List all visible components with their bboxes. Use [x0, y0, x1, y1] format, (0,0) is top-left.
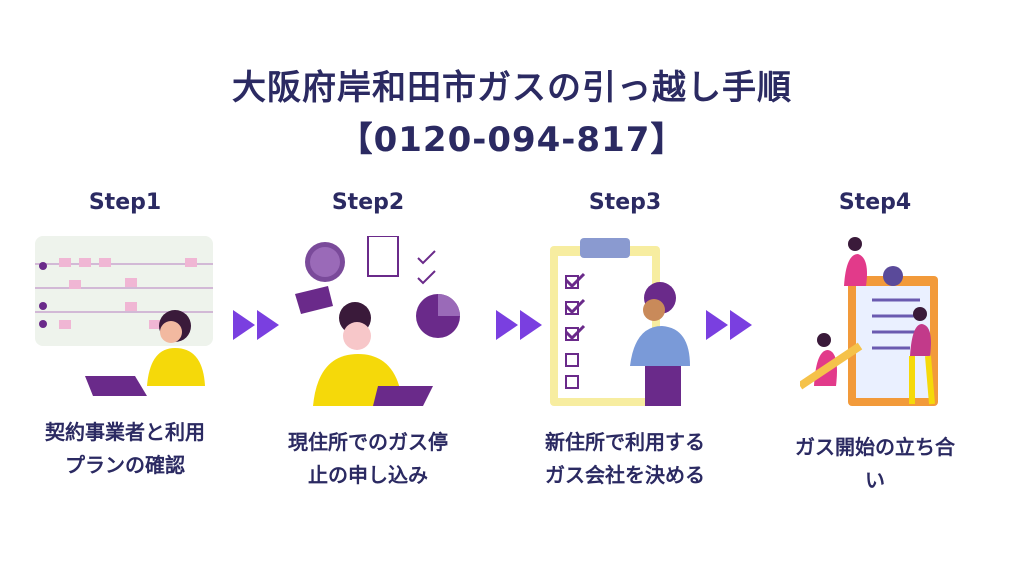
step-caption: 契約事業者と利用プランの確認 — [45, 420, 205, 477]
page-title: 大阪府岸和田市ガスの引っ越し手順 — [232, 68, 792, 108]
step-caption: 現住所でのガス停止の申し込み — [288, 430, 448, 487]
double-chevron-right-icon — [706, 310, 752, 340]
step-caption: 新住所で利用するガス会社を決める — [545, 430, 705, 487]
calendar-worker-icon — [35, 236, 213, 396]
step-label: Step2 — [331, 190, 405, 215]
step-2: Step2 現住所でのガス停止の申し込み — [258, 190, 478, 492]
step-4: Step4 ガス開始の立ち合い — [765, 190, 985, 497]
double-chevron-right-icon — [496, 310, 542, 340]
step-label: Step4 — [838, 190, 912, 215]
checklist-icon — [550, 238, 690, 406]
double-chevron-right-icon — [233, 310, 279, 340]
clipboard-team-icon — [800, 237, 938, 406]
step-label: Step1 — [88, 190, 162, 215]
multitasking-icon — [295, 236, 460, 406]
step-1: Step1 契約事業者と利用プランの確認 — [15, 190, 235, 482]
step-caption: ガス開始の立ち合い — [795, 435, 955, 492]
phone-number: 【0120-094-817】 — [338, 120, 686, 160]
step-3: Step3 新住所で利用するガス会社を決める — [515, 190, 735, 492]
step-label: Step3 — [588, 190, 662, 215]
